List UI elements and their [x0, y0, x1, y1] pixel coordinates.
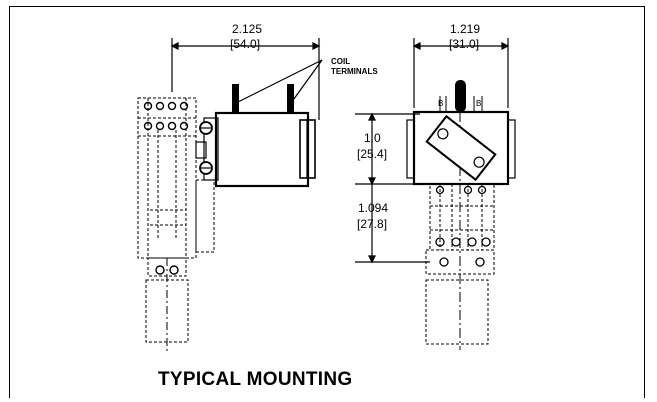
svg-text:B: B: [438, 99, 443, 108]
dim-10-in: 1.0: [364, 131, 381, 145]
dim-1219-in: 1.219: [450, 22, 480, 36]
coil-terminal-b: [287, 84, 294, 114]
top-terminals: B B: [438, 96, 483, 112]
coil-terminals-callout: COIL TERMINALS: [235, 57, 378, 104]
dim-1094-mm: [27.8]: [357, 217, 387, 231]
right-view: 1.219 [31.0] 1.0 [25.4] 1.094 [27.8]: [355, 22, 516, 350]
coil-terminal-a: [232, 84, 239, 114]
left-switch-body: [137, 97, 215, 352]
dimension-vertical: 1.0 [25.4] 1.094 [27.8]: [355, 112, 430, 264]
dim-1219-mm: [31.0]: [449, 37, 479, 51]
dim-10-mm: [25.4]: [357, 147, 387, 161]
left-terminal-screws: [143, 101, 189, 275]
callout-line-1: COIL: [331, 57, 350, 66]
dimension-2125: 2.125 [54.0]: [170, 22, 321, 120]
dim-2125-in: 2.125: [232, 22, 262, 36]
top-knob: [455, 80, 466, 350]
dimension-1219: 1.219 [31.0]: [412, 22, 510, 108]
right-switch-lower: [425, 183, 495, 345]
right-terminal-screws: [435, 185, 491, 267]
left-view: 2.125 [54.0] COIL TERMINALS: [137, 22, 378, 352]
dim-1094-in: 1.094: [358, 201, 388, 215]
callout-line-2: TERMINALS: [331, 67, 378, 76]
dim-2125-mm: [54.0]: [230, 37, 260, 51]
svg-text:B: B: [476, 99, 481, 108]
coil-body: [195, 111, 316, 188]
drawing-frame: [9, 6, 645, 398]
figure-caption: TYPICAL MOUNTING: [158, 369, 353, 390]
coil-angled: [425, 114, 497, 182]
